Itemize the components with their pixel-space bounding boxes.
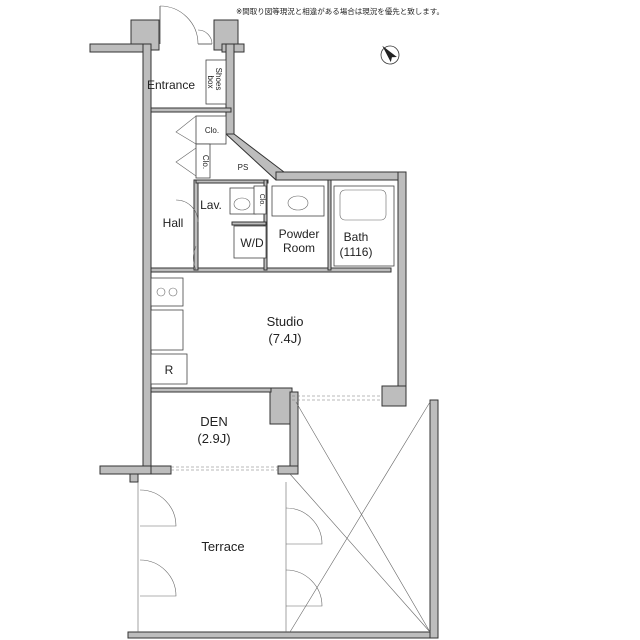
lav-label: Lav. <box>200 198 222 212</box>
washer-dryer <box>233 225 267 259</box>
den-label: DEN <box>200 414 227 429</box>
north-arrow-icon <box>380 45 400 65</box>
closet-2-label: Clo. <box>201 155 210 169</box>
powder-room-label: Powder <box>279 227 320 241</box>
disclaimer-note: ※間取り図等現況と相違がある場合は現況を優先と致します。 <box>236 6 444 16</box>
vanity <box>271 185 325 217</box>
bath-size-label: (1116) <box>340 245 373 259</box>
entrance-door <box>159 5 213 45</box>
studio-label: Studio <box>267 314 304 329</box>
closet-2 <box>195 143 211 179</box>
terrace-label: Terrace <box>201 539 244 554</box>
closet-1-label: Clo. <box>205 126 219 135</box>
bath-unit <box>333 185 395 267</box>
powder-room-label-2: Room <box>283 241 315 255</box>
terrace-area <box>137 401 431 633</box>
walls <box>89 19 439 639</box>
bath-label: Bath <box>344 230 369 244</box>
hall-label: Hall <box>163 216 184 230</box>
den-size-label: (2.9J) <box>197 431 230 446</box>
shoes-box-label: Shoes <box>214 68 223 91</box>
closet-1 <box>195 115 227 145</box>
closet-3-label: Clo. <box>258 194 265 207</box>
refrigerator <box>150 353 188 385</box>
studio-size-label: (7.4J) <box>268 331 301 346</box>
kitchen-sink <box>150 309 184 351</box>
wd-label: W/D <box>240 236 264 250</box>
refrigerator-label: R <box>165 363 174 377</box>
shoes-box <box>205 59 227 105</box>
shoes-box-label-2: box <box>206 76 215 89</box>
closet-3 <box>253 185 267 215</box>
entrance-label: Entrance <box>147 78 195 92</box>
ps-label: PS <box>238 163 249 172</box>
stove <box>150 277 184 307</box>
